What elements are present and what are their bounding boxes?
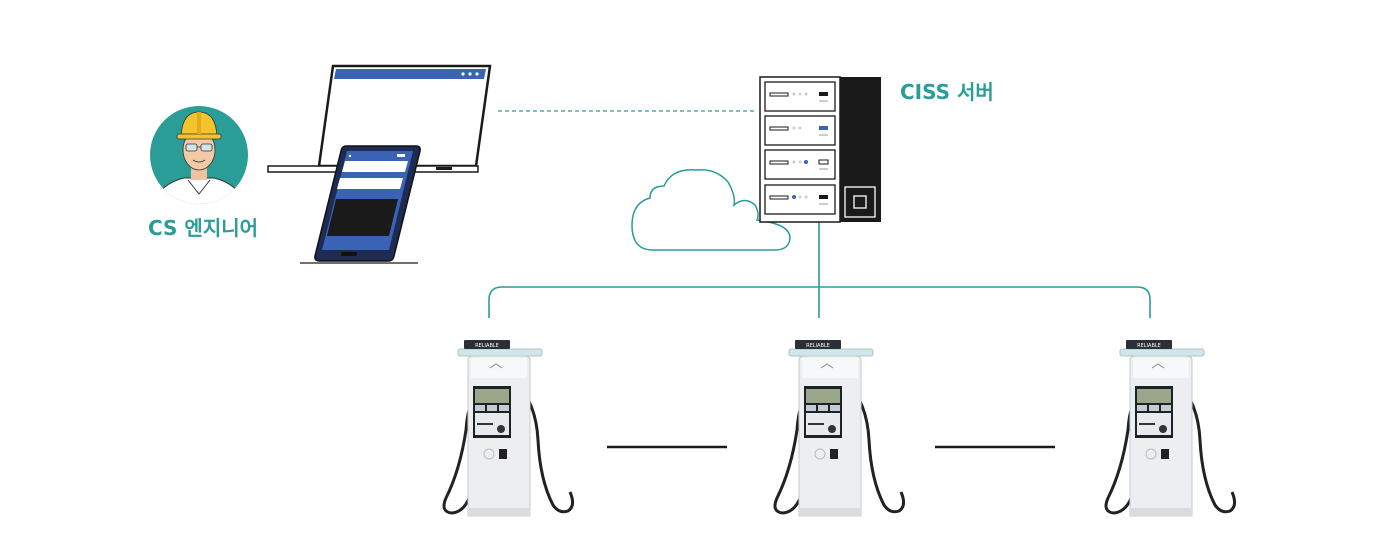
ev-charger-icon: RELIABLE	[442, 338, 575, 518]
engineer-avatar-icon	[150, 106, 248, 204]
ev-charger-icon: RELIABLE	[1104, 338, 1237, 518]
tablet-icon	[300, 145, 421, 264]
server-label: CISS 서버	[900, 80, 994, 104]
cloud-icon	[631, 169, 791, 251]
server-rack-icon	[759, 76, 881, 223]
charger-brand-plate: RELIABLE	[475, 343, 499, 349]
charger-bus-link	[488, 286, 1151, 318]
charger-brand-plate: RELIABLE	[806, 343, 830, 349]
charger-brand-plate: RELIABLE	[1137, 343, 1161, 349]
engineer-label: CS 엔지니어	[148, 216, 259, 240]
ev-charger-icon: RELIABLE	[773, 338, 906, 518]
